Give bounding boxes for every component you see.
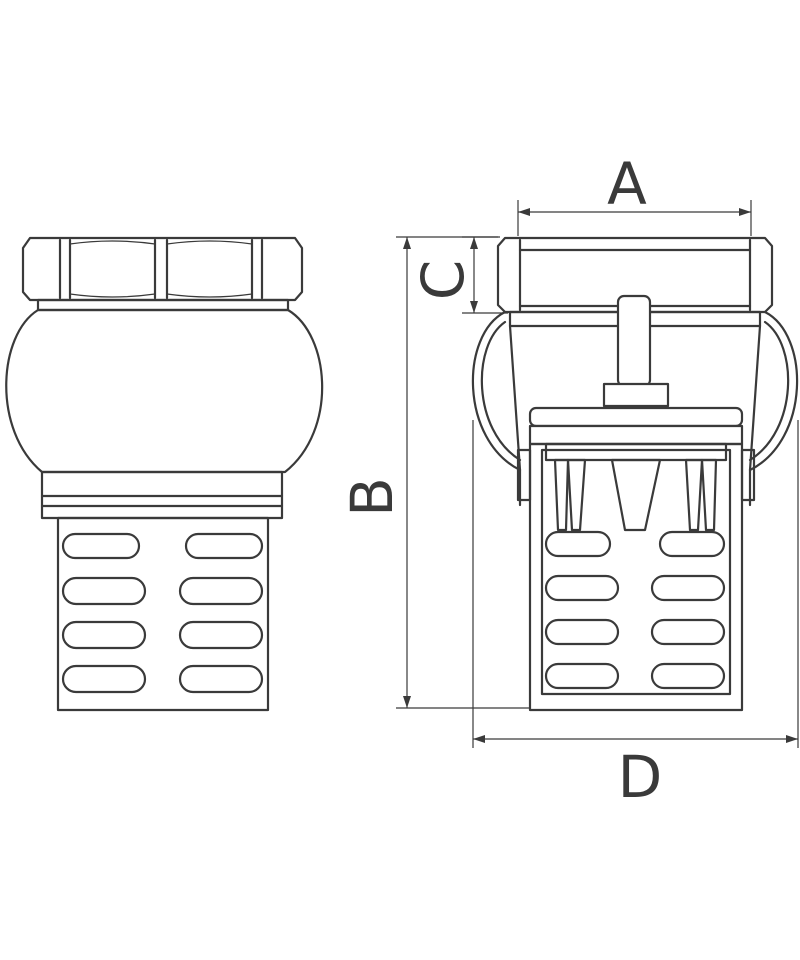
label-a: A [607,150,647,218]
body-arc-left [471,310,522,472]
upper-neck [36,298,290,312]
label-c: C [409,260,477,301]
valve-body [5,308,324,474]
valve-stem [602,294,670,408]
label-b: B [338,477,406,517]
strainer-slots-right [544,530,726,690]
guide-fingers [553,458,718,532]
dimension-lines [396,200,799,748]
section-view [471,236,799,712]
strainer [56,516,270,712]
hex-nut [21,236,304,302]
strainer-slots-left [61,532,264,694]
valve-disc [528,406,744,446]
body-arc-right [748,310,799,472]
exterior-view [5,236,324,712]
label-d: D [618,743,663,811]
